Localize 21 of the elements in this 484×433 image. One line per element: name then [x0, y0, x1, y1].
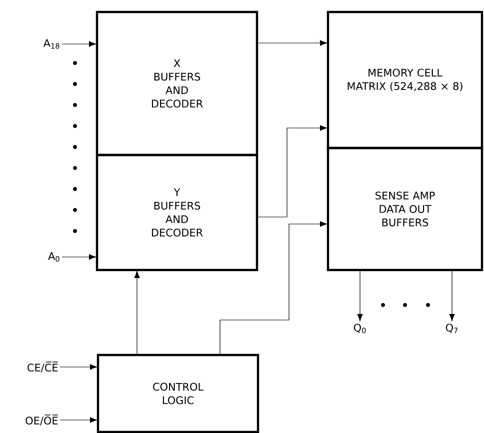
arrow: [449, 270, 455, 322]
block-box: Y BUFFERS AND DECODER: [96, 154, 258, 272]
arrow: [220, 221, 328, 356]
arrow: [357, 270, 363, 322]
block-box: X BUFFERS AND DECODER: [96, 10, 258, 156]
arrow: [256, 125, 328, 218]
arrow: [62, 254, 96, 260]
block-box: CONTROL LOGIC: [96, 354, 260, 433]
arrow: [60, 364, 98, 370]
signal-label: OE/O̅E̅: [26, 414, 58, 426]
signal-label: CE/C̅E̅: [28, 362, 58, 372]
signal-label: A$_{0}$: [48, 252, 60, 262]
arrow: [62, 41, 96, 47]
arrow: [256, 40, 328, 46]
signal-label: A$_{18}$: [43, 39, 60, 49]
arrow: [134, 270, 140, 356]
block-box: SENSE AMP DATA OUT BUFFERS: [326, 146, 484, 272]
arrow: [60, 417, 98, 423]
signal-label: Q$_{7}$: [446, 324, 458, 334]
signal-label: Q$_{0}$: [354, 324, 366, 334]
block-box: MEMORY CELL MATRIX (524,288 × 8): [326, 10, 484, 150]
